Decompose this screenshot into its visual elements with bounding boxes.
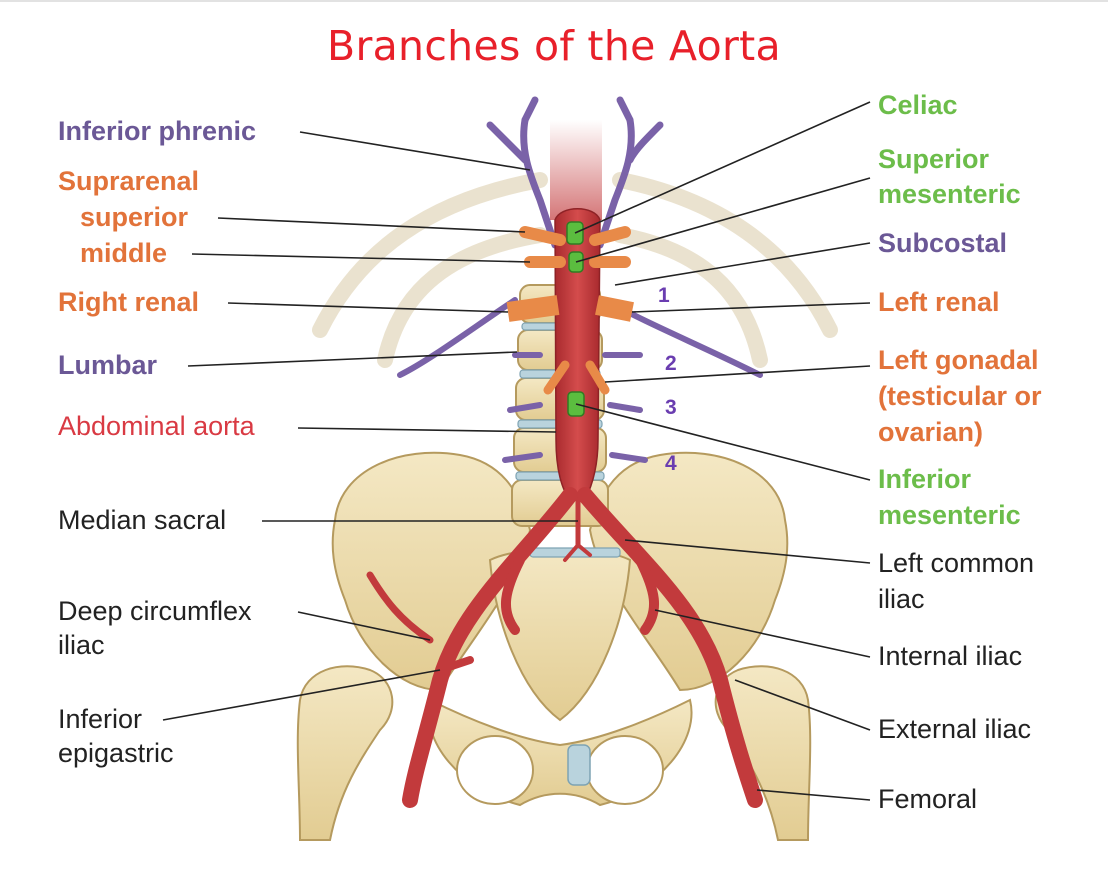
top-border bbox=[0, 0, 1108, 2]
thoracic-aorta bbox=[550, 120, 602, 220]
label-inferior-epigastric-2: epigastric bbox=[58, 738, 174, 768]
label-deep-circumflex-iliac: iliac bbox=[58, 630, 105, 660]
leader-lines bbox=[162, 101, 871, 801]
gonadal-arteries bbox=[543, 360, 610, 395]
label-abdominal-aorta: Abdominal aorta bbox=[58, 411, 255, 441]
label-lumbar: Lumbar bbox=[58, 350, 158, 380]
label-suprarenal: Suprarenal bbox=[58, 166, 200, 196]
inferior-phrenic-vessels bbox=[486, 96, 664, 249]
abdominal-aorta bbox=[554, 208, 601, 501]
label-left-gonadal: Left gonadal bbox=[878, 345, 1039, 375]
label-left-common-iliac-2: iliac bbox=[878, 584, 925, 614]
label-internal-iliac: Internal iliac bbox=[878, 641, 1023, 671]
label-inferior-mesenteric-2: mesenteric bbox=[878, 500, 1021, 530]
label-left-gonadal-3: ovarian) bbox=[878, 417, 984, 447]
vertebra-number-1: 1 bbox=[658, 284, 670, 307]
label-median-sacral: Median sacral bbox=[58, 505, 227, 535]
renal-arteries bbox=[506, 295, 634, 322]
vertebra-number-4: 4 bbox=[665, 452, 677, 475]
label-deep-circumflex: Deep circumflex bbox=[58, 596, 252, 626]
pubic-symphysis bbox=[567, 744, 591, 786]
vertebra-number-2: 2 bbox=[665, 352, 677, 375]
iliac-arteries bbox=[366, 487, 763, 808]
label-celiac: Celiac bbox=[878, 90, 958, 120]
label-left-common-iliac: Left common bbox=[878, 548, 1035, 578]
label-left-gonadal-2: (testicular or bbox=[878, 381, 1042, 411]
label-inferior-mesenteric: Inferior bbox=[878, 464, 972, 494]
label-superior-mesenteric: Superior bbox=[878, 144, 990, 174]
lumbar-vessels bbox=[397, 297, 763, 463]
diagram-title: Branches of the Aorta bbox=[327, 22, 781, 70]
label-right-renal: Right renal bbox=[58, 287, 200, 317]
suprarenal-arteries bbox=[519, 226, 631, 268]
label-suprarenal-superior: superior bbox=[80, 202, 189, 232]
label-subcostal: Subcostal bbox=[878, 228, 1008, 258]
label-external-iliac: External iliac bbox=[878, 714, 1032, 744]
label-inferior-phrenic: Inferior phrenic bbox=[58, 116, 257, 146]
label-superior-mesenteric-2: mesenteric bbox=[878, 179, 1021, 209]
label-left-renal: Left renal bbox=[878, 287, 1000, 317]
label-femoral: Femoral bbox=[878, 784, 978, 814]
pelvis bbox=[296, 451, 812, 841]
label-suprarenal-middle: middle bbox=[80, 238, 168, 268]
vertebra-number-3: 3 bbox=[665, 396, 677, 419]
label-inferior-epigastric: Inferior bbox=[58, 704, 143, 734]
